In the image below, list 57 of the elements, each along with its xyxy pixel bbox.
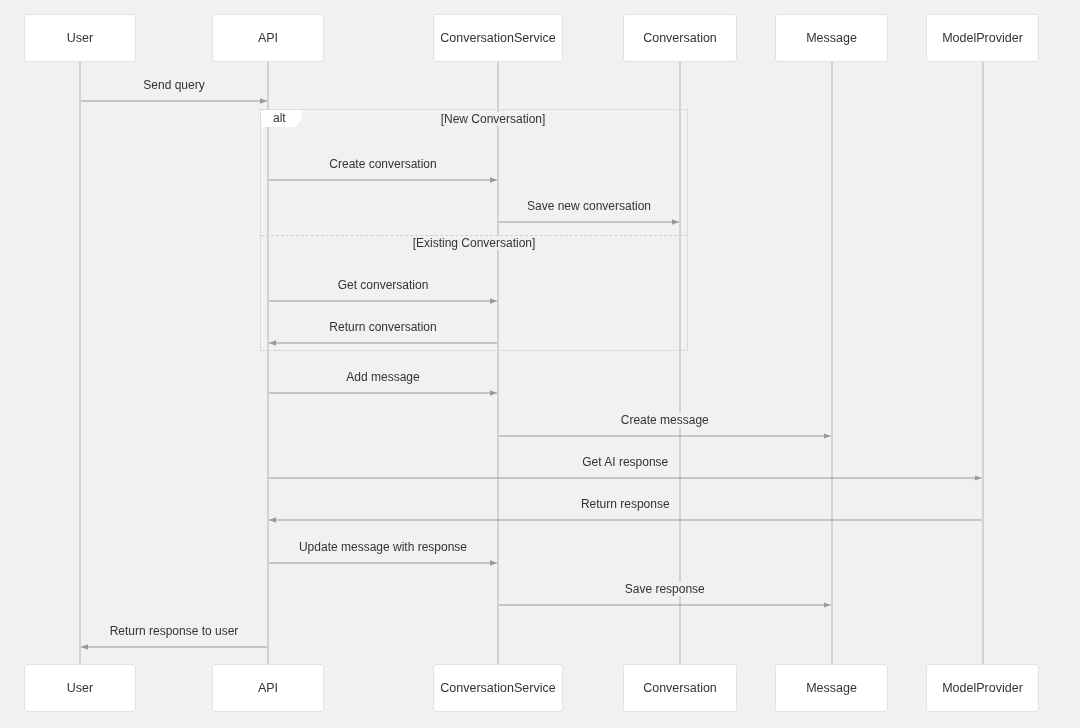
message-arrow (268, 560, 498, 566)
participant-box (926, 664, 1039, 712)
message-label: Return conversation (327, 320, 439, 334)
participant-name: Conversation (643, 31, 717, 45)
message-label: Send query (141, 78, 207, 92)
lifeline (679, 62, 681, 664)
lifeline (497, 62, 499, 664)
participant-box (926, 14, 1039, 62)
message-arrow (268, 475, 982, 481)
lifeline (830, 62, 833, 664)
participant-box (24, 14, 136, 62)
participant-name: Message (806, 681, 857, 695)
message-label: Save response (622, 582, 707, 596)
participant-name: API (257, 681, 279, 695)
message-label: Get AI response (580, 455, 671, 469)
participant-box (775, 14, 888, 62)
participant-name: ModelProvider (942, 681, 1023, 695)
message-label: Update message with response (296, 540, 470, 554)
participant-name: ConversationService (440, 681, 556, 695)
fragment-operator-tag: alt (261, 110, 302, 127)
participant-name: User (66, 31, 94, 45)
message-label: Create conversation (327, 157, 439, 171)
participant-name: ModelProvider (942, 31, 1023, 45)
message-arrow (268, 298, 498, 304)
message-label: Save new conversation (524, 199, 654, 213)
message-arrow (268, 517, 982, 523)
message-label: Return response (578, 497, 672, 511)
participant-name: Message (806, 31, 857, 45)
participant-box (212, 664, 324, 712)
message-label: Get conversation (335, 278, 431, 292)
message-label: Return response to user (107, 624, 241, 638)
participant-box (775, 664, 888, 712)
participant-box (433, 664, 563, 712)
message-label: Add message (344, 370, 422, 384)
guard-condition: [New Conversation] (438, 112, 548, 126)
message-label: Create message (618, 413, 711, 427)
message-arrow (498, 219, 680, 225)
participant-box (623, 14, 737, 62)
message-arrow (80, 98, 268, 104)
lifeline (79, 62, 81, 664)
participant-box (212, 14, 324, 62)
participant-name: User (66, 681, 94, 695)
lifeline (267, 62, 269, 664)
participant-box (433, 14, 563, 62)
participant-box (623, 664, 737, 712)
message-arrow (268, 340, 498, 346)
participant-name: Conversation (643, 681, 717, 695)
message-arrow (268, 390, 498, 396)
participant-name: ConversationService (440, 31, 556, 45)
message-arrow (498, 602, 831, 608)
message-arrow (498, 433, 831, 439)
message-arrow (80, 644, 268, 650)
message-arrow (268, 177, 498, 183)
lifeline (981, 62, 984, 664)
participant-box (24, 664, 136, 712)
guard-condition: [Existing Conversation] (410, 236, 538, 250)
participant-name: API (257, 31, 279, 45)
